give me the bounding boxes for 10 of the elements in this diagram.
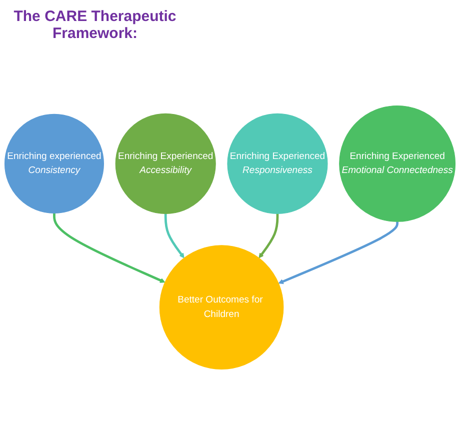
- arrow: [53, 212, 166, 282]
- node-circle: Better Outcomes for Children: [159, 244, 284, 369]
- node-circle: Enriching Experienced Emotional Connectedness: [339, 105, 456, 222]
- diagram-title: The CARE Therapeutic Framework:: [12, 8, 178, 42]
- node-circle: Enriching Experienced Accessibility: [115, 112, 216, 214]
- arrow: [278, 221, 398, 284]
- arrow: [258, 213, 279, 258]
- node-circle: Enriching Experienced Responsiveness: [227, 112, 328, 214]
- arrow: [164, 213, 184, 258]
- node-circle: Enriching experienced Consistency: [4, 113, 104, 213]
